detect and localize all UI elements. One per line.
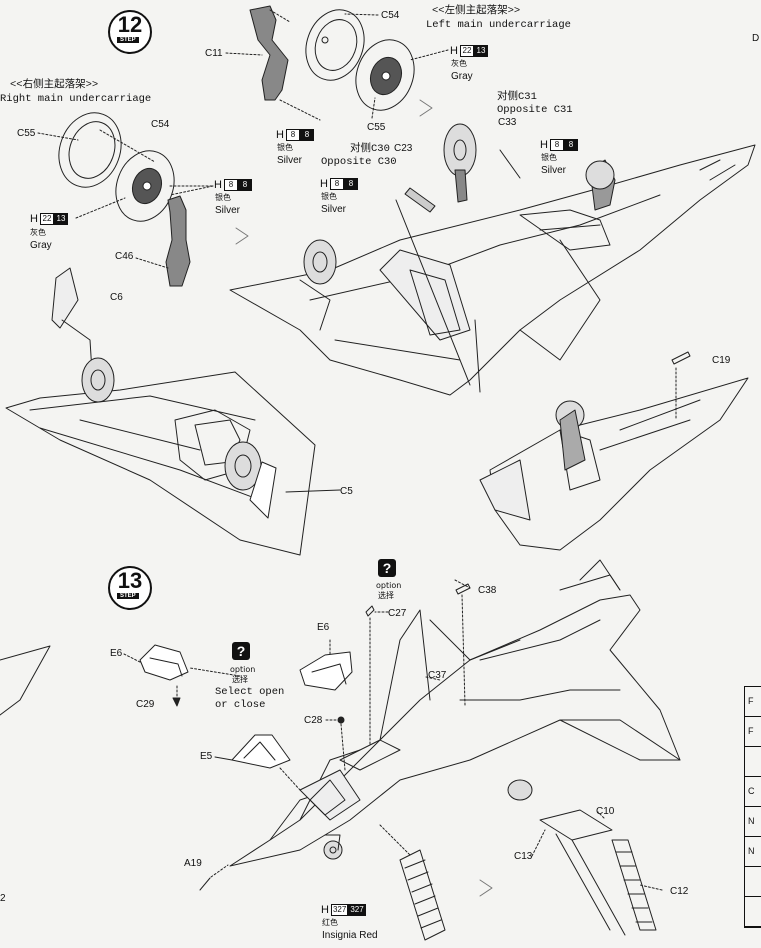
label-opposite-c30-en: Opposite C30 — [321, 156, 397, 168]
question-mark-icon: ? — [232, 642, 250, 660]
canopy-e6-right — [299, 651, 353, 691]
left-undercarriage-title-cn: <<左侧主起落架>> — [432, 5, 521, 17]
leader-lines-step13 — [123, 579, 663, 891]
label-opposite-c30-cn: 对侧C30 — [350, 143, 390, 155]
aircraft-step13 — [199, 559, 681, 891]
fuselage-step12 — [229, 123, 756, 396]
option-label-en-top: option — [376, 581, 402, 590]
fuselage-c19-view — [479, 351, 749, 551]
label-c38: C38 — [478, 585, 497, 596]
label-c27: C27 — [388, 608, 407, 619]
leader-lines-step12 — [37, 129, 214, 269]
table-cell: N — [745, 837, 761, 867]
step-12-badge: 12 STEP — [108, 10, 152, 54]
label-c37: C37 — [428, 670, 447, 681]
table-cell — [745, 897, 761, 927]
right-wheel-outer-hub — [58, 112, 122, 188]
label-c55-left: C55 — [17, 128, 36, 139]
left-strut-c11 — [249, 5, 289, 101]
label-c54-left: C54 — [151, 119, 170, 130]
option-label-cn: 选择 — [232, 675, 248, 684]
option-label-en: option — [230, 665, 256, 674]
label-c29: C29 — [136, 699, 155, 710]
label-c33: C33 — [498, 117, 517, 128]
select-open-or-close-line1: Select open — [215, 686, 285, 698]
label-c12: C12 — [670, 886, 689, 897]
label-a19: A19 — [184, 858, 202, 869]
table-cell — [745, 867, 761, 897]
right-strut — [165, 195, 191, 287]
label-opposite-c31-en: Opposite C31 — [497, 104, 573, 116]
canopy-e6-left — [139, 644, 189, 681]
option-label-cn-top: 选择 — [378, 591, 394, 600]
label-c46: C46 — [115, 251, 134, 262]
label-c54-top: C54 — [381, 10, 400, 21]
step-12-label: STEP — [117, 37, 139, 43]
table-cell: C — [745, 777, 761, 807]
step-13-label: STEP — [117, 593, 139, 599]
table-cell: N — [745, 807, 761, 837]
ladder-c12 — [539, 809, 657, 936]
label-c13: C13 — [514, 851, 533, 862]
left-edge-text: 2 — [0, 893, 6, 904]
label-c19: C19 — [712, 355, 731, 366]
step-13-number: 13 — [117, 568, 143, 593]
label-e6-left: E6 — [110, 648, 123, 659]
right-gear-door — [51, 267, 93, 373]
left-wheel-outer-hub — [305, 9, 365, 81]
right-edge-table: F F C N N — [744, 686, 761, 928]
right-wheel-inner-hub — [115, 150, 175, 222]
table-cell — [745, 747, 761, 777]
table-cell: F — [745, 717, 761, 747]
label-c11: C11 — [205, 48, 223, 59]
left-undercarriage-title-en: Left main undercarriage — [426, 19, 571, 31]
right-wing-section — [5, 357, 341, 556]
label-opposite-c31-cn: 对侧C31 — [497, 91, 537, 103]
small-parts-step13 — [172, 583, 471, 771]
label-c55-top: C55 — [367, 122, 386, 133]
direction-arrows — [235, 99, 493, 897]
question-mark-icon: ? — [378, 559, 396, 577]
left-wheel-inner-hub — [355, 39, 415, 111]
left-edge-fragment — [0, 645, 51, 716]
right-edge-text: D — [752, 33, 760, 44]
select-open-or-close-line2: or close — [215, 699, 266, 711]
step-13-badge: 13 STEP — [108, 566, 152, 610]
windscreen-e5 — [214, 734, 301, 791]
label-c6: C6 — [110, 292, 123, 303]
right-undercarriage-title-cn: <<右侧主起落架>> — [10, 79, 99, 91]
label-c28: C28 — [304, 715, 323, 726]
label-c5: C5 — [340, 486, 353, 497]
label-e6-right: E6 — [317, 622, 330, 633]
table-cell: F — [745, 687, 761, 717]
step-12-number: 12 — [117, 12, 143, 37]
ladder-centre — [379, 824, 446, 941]
label-c10: C10 — [596, 806, 615, 817]
label-c23: C23 — [394, 143, 413, 154]
leader-lines-top — [225, 9, 449, 121]
label-e5: E5 — [200, 751, 213, 762]
right-undercarriage-title-en: Right main undercarriage — [0, 93, 152, 105]
